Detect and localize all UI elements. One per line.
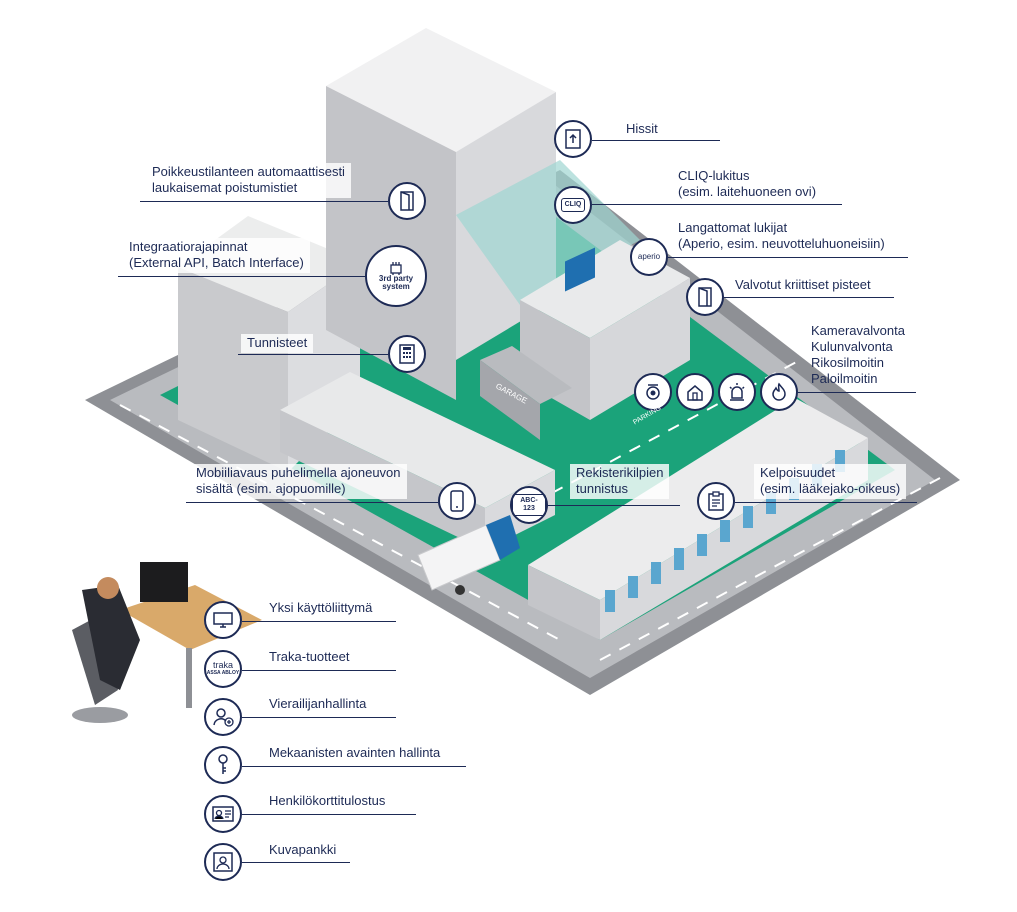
door-icon xyxy=(686,278,724,316)
plate-badge: ABC-123 xyxy=(512,494,546,516)
desk-line-6 xyxy=(242,862,350,863)
cliq-label-line1: CLIQ-lukitus xyxy=(678,168,750,183)
security-label-line2: Kulunvalvonta xyxy=(811,339,893,354)
qualifications-label-line2: (esim. lääkejako-oikeus) xyxy=(760,481,901,496)
lpr-label: Rekisterikilpien tunnistus xyxy=(570,464,670,499)
id-card-icon xyxy=(204,795,242,833)
right-building-left xyxy=(528,565,600,640)
emergency-label-line2: laukaisemat poistumistiet xyxy=(152,180,298,195)
wireless-label: Langattomat lukijat (Aperio, esim. neuvo… xyxy=(678,220,885,252)
visitor-icon xyxy=(204,698,242,736)
wall-monitor xyxy=(565,247,595,292)
alarm-icon xyxy=(718,373,756,411)
cliq-label: CLIQ-lukitus (esim. laitehuoneen ovi) xyxy=(678,168,816,200)
chair-base xyxy=(72,707,128,723)
security-line xyxy=(798,392,916,393)
lane-marking-left xyxy=(119,404,561,641)
traka-logo-icon: traka ASSA ABLOY xyxy=(204,650,242,688)
tower-top xyxy=(326,28,556,152)
credentials-label: Tunnisteet xyxy=(241,334,314,353)
desk-item-label-1: Yksi käyttöliittymä xyxy=(269,600,373,615)
keypad-icon xyxy=(388,335,426,373)
cliq-line xyxy=(592,204,842,205)
elevators-line xyxy=(592,140,720,141)
person xyxy=(82,585,140,690)
glass-floor xyxy=(456,160,640,305)
mid-building-right xyxy=(590,278,690,420)
cliq-badge: CLIQ xyxy=(560,198,586,212)
garage-front xyxy=(480,360,540,440)
integration-label-line2: (External API, Batch Interface) xyxy=(129,255,304,270)
cliq-label-line2: (esim. laitehuoneen ovi) xyxy=(678,184,817,199)
desk-item-label-6: Kuvapankki xyxy=(269,842,337,857)
desk-line-5 xyxy=(242,814,416,815)
wireless-label-line2: (Aperio, esim. neuvotteluhuoneisiin) xyxy=(678,236,885,251)
desk-line-2 xyxy=(242,670,396,671)
aperio-icon: aperio xyxy=(630,238,668,276)
tower-left xyxy=(326,86,456,400)
qualifications-label-line1: Kelpoisuudet xyxy=(760,465,836,480)
lpr-label-line1: Rekisterikilpien xyxy=(576,465,664,480)
mobile-label-line1: Mobiiliavaus puhelimella ajoneuvon xyxy=(196,465,401,480)
qualifications-label: Kelpoisuudet (esim. lääkejako-oikeus) xyxy=(754,464,907,499)
computer-monitor xyxy=(140,562,188,602)
qualifications-line xyxy=(735,502,917,503)
desk-line-1 xyxy=(242,621,396,622)
lpr-line xyxy=(548,505,680,506)
desk-line-3 xyxy=(242,717,396,718)
security-label: Kameravalvonta Kulunvalvonta Rikosilmoit… xyxy=(811,323,905,387)
integration-label: Integraatiorajapinnat (External API, Bat… xyxy=(123,238,310,273)
security-label-line4: Paloilmoitin xyxy=(811,371,878,386)
clipboard-icon xyxy=(697,482,735,520)
elevators-label: Hissit xyxy=(626,121,658,136)
emergency-line xyxy=(140,201,388,202)
critical-line xyxy=(724,297,894,298)
desk-leg xyxy=(186,648,192,708)
security-label-line1: Kameravalvonta xyxy=(811,323,905,338)
third-party-line2: system xyxy=(382,282,410,291)
emergency-label: Poikkeustilanteen automaattisesti laukai… xyxy=(146,163,351,198)
photo-bank-icon xyxy=(204,843,242,881)
aperio-badge: aperio xyxy=(637,252,661,261)
key-icon xyxy=(204,746,242,784)
access-control-icon xyxy=(676,373,714,411)
desk-item-label-5: Henkilökorttitulostus xyxy=(269,793,386,808)
critical-label: Valvotut kriittiset pisteet xyxy=(735,277,871,292)
traka-word: traka xyxy=(212,660,233,670)
garage-roof xyxy=(480,346,572,404)
elevator-icon xyxy=(554,120,592,158)
integration-line xyxy=(118,276,366,277)
desk-line-4 xyxy=(242,766,466,767)
fire-alarm-icon xyxy=(760,373,798,411)
monitor-icon xyxy=(204,601,242,639)
lpr-label-line2: tunnistus xyxy=(576,481,629,496)
left-building-left xyxy=(178,267,288,472)
truck-cab xyxy=(486,515,520,560)
credentials-line xyxy=(238,354,388,355)
third-party-line1: 3rd party xyxy=(378,274,414,283)
desk-item-label-4: Mekaanisten avainten hallinta xyxy=(269,745,441,760)
low-building-top xyxy=(280,372,555,508)
mobile-label-line2: sisältä (esim. ajopuomille) xyxy=(196,481,346,496)
mobile-phone-icon xyxy=(438,482,476,520)
cliq-icon: CLIQ xyxy=(554,186,592,224)
wireless-label-line1: Langattomat lukijat xyxy=(678,220,788,235)
integration-label-line1: Integraatiorajapinnat xyxy=(129,239,248,254)
emergency-label-line1: Poikkeustilanteen automaattisesti xyxy=(152,164,345,179)
camera-icon xyxy=(634,373,672,411)
desk-item-label-3: Vierailijanhallinta xyxy=(269,696,367,711)
mobile-line xyxy=(186,502,438,503)
emergency-door-icon xyxy=(388,182,426,220)
third-party-system-icon: 3rd party system xyxy=(365,245,427,307)
mobile-label: Mobiiliavaus puhelimella ajoneuvon sisäl… xyxy=(190,464,407,499)
desk-item-label-2: Traka-tuotteet xyxy=(269,649,350,664)
license-plate-icon: ABC-123 xyxy=(510,486,548,524)
person-head xyxy=(97,577,119,599)
traka-sub: ASSA ABLOY xyxy=(206,670,240,676)
security-label-line3: Rikosilmoitin xyxy=(811,355,884,370)
wireless-line xyxy=(668,257,908,258)
truck-wheel xyxy=(455,585,465,595)
